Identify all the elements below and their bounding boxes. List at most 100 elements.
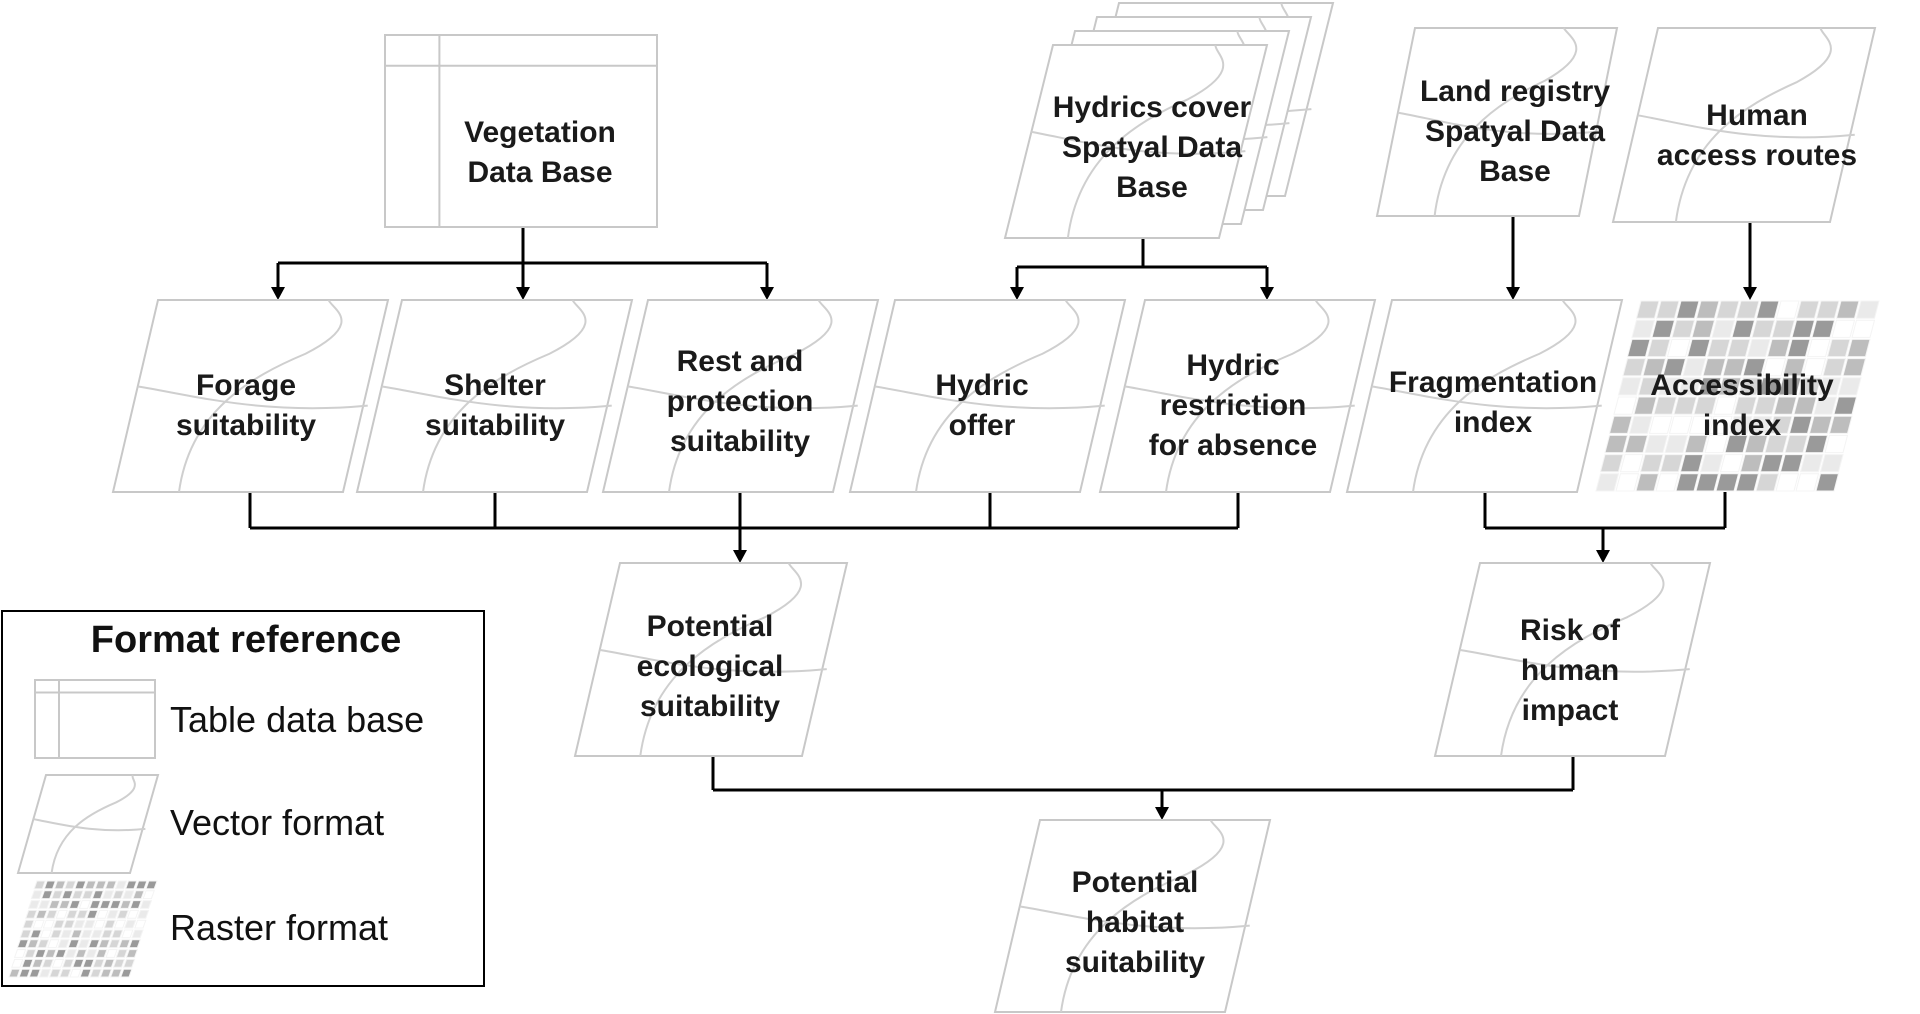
node-label-line: suitability	[670, 425, 810, 458]
vector-boundary-line	[1433, 27, 1578, 217]
node-accessibility	[1595, 300, 1880, 492]
raster-cell	[1655, 300, 1680, 319]
raster-cell	[1686, 338, 1711, 358]
node-land-registry	[1375, 27, 1619, 217]
raster-cell	[114, 880, 128, 890]
raster-cell	[1799, 454, 1824, 473]
raster-cell	[1793, 396, 1818, 415]
node-label-line: Spatyal Data	[1425, 115, 1605, 148]
raster-cell	[1819, 454, 1844, 473]
raster-cell	[70, 929, 83, 939]
node-vegetation-db	[384, 34, 658, 228]
raster-cell	[100, 929, 114, 939]
raster-cell	[1824, 434, 1849, 454]
raster-cell	[53, 880, 67, 890]
raster-cell	[1831, 319, 1856, 338]
raster-cell	[1735, 473, 1760, 492]
raster-cell	[1637, 377, 1662, 396]
raster-cell	[48, 900, 61, 909]
raster-cell	[45, 909, 58, 919]
raster-cell	[1833, 396, 1858, 415]
node-hydric-offer	[848, 299, 1127, 493]
raster-cell	[11, 958, 24, 968]
raster-cell	[1717, 377, 1742, 396]
raster-cell	[145, 880, 158, 890]
raster-cell	[1739, 454, 1764, 473]
raster-cell	[1791, 319, 1816, 338]
node-label-line: Risk of	[1520, 614, 1621, 647]
raster-cell	[1797, 377, 1822, 396]
raster-cell	[32, 919, 45, 929]
node-label-line: Base	[1116, 171, 1188, 204]
raster-cell	[83, 919, 96, 929]
vector-boundary-line	[178, 299, 343, 493]
vector-boundary-line	[50, 774, 136, 874]
raster-cell	[1737, 377, 1762, 396]
node-label-line: Hydrics cover	[1053, 91, 1252, 124]
raster-cell	[78, 900, 92, 909]
node-label-line: Fragmentation	[1389, 366, 1597, 399]
raster-cell	[82, 958, 95, 968]
legend-title: Format reference	[91, 619, 401, 661]
raster-cell	[13, 949, 27, 958]
raster-cell	[1788, 415, 1813, 434]
raster-cell	[1837, 377, 1862, 396]
vector-boundary-line	[1371, 385, 1602, 410]
raster-cell	[119, 900, 132, 909]
node-label-line: index	[1703, 409, 1782, 442]
raster-cell	[109, 900, 122, 909]
vector-map-shape	[601, 299, 880, 493]
raster-cell	[1646, 338, 1671, 358]
node-risk-human	[1433, 562, 1712, 757]
arrow-head	[271, 287, 285, 300]
raster-cell	[54, 949, 67, 958]
raster-cell	[1826, 338, 1851, 358]
raster-cell	[1759, 454, 1784, 473]
arrow-head	[733, 550, 747, 563]
raster-cell	[72, 958, 85, 968]
raster-cell	[1815, 473, 1840, 492]
vector-boundary-line	[33, 818, 146, 832]
raster-cell	[1615, 473, 1640, 492]
raster-cell	[129, 900, 142, 909]
raster-cell	[1795, 473, 1820, 492]
node-human-access	[1611, 27, 1877, 223]
raster-cell	[64, 949, 78, 958]
raster-cell	[124, 880, 138, 890]
raster-cell	[1751, 319, 1776, 338]
raster-cell	[122, 958, 136, 968]
raster-cell	[1653, 396, 1678, 415]
raster-cell	[68, 900, 81, 909]
raster-cell	[116, 909, 129, 919]
raster-cell	[29, 929, 43, 939]
arrow-head	[1743, 287, 1757, 300]
raster-cell	[101, 890, 115, 900]
raster-cell	[1773, 396, 1798, 415]
raster-cell	[88, 900, 102, 909]
raster-cell	[51, 890, 64, 900]
node-label-line: habitat	[1086, 906, 1184, 939]
raster-cell	[80, 929, 93, 939]
raster-cell	[44, 949, 57, 958]
vector-boundary-line	[1459, 648, 1690, 673]
vector-map-shape	[355, 299, 634, 493]
raster-cell	[112, 958, 126, 968]
raster-cell	[1662, 358, 1687, 377]
raster-cell	[1724, 434, 1749, 454]
raster-format-icon	[8, 880, 158, 978]
node-label-line: for absence	[1149, 429, 1317, 462]
raster-cell	[28, 968, 42, 978]
raster-cell	[1746, 338, 1771, 358]
raster-cell	[59, 968, 72, 978]
raster-cell	[51, 958, 65, 968]
vector-boundary-line	[639, 562, 803, 757]
raster-cell	[52, 919, 66, 929]
arrow-head	[1155, 807, 1169, 820]
